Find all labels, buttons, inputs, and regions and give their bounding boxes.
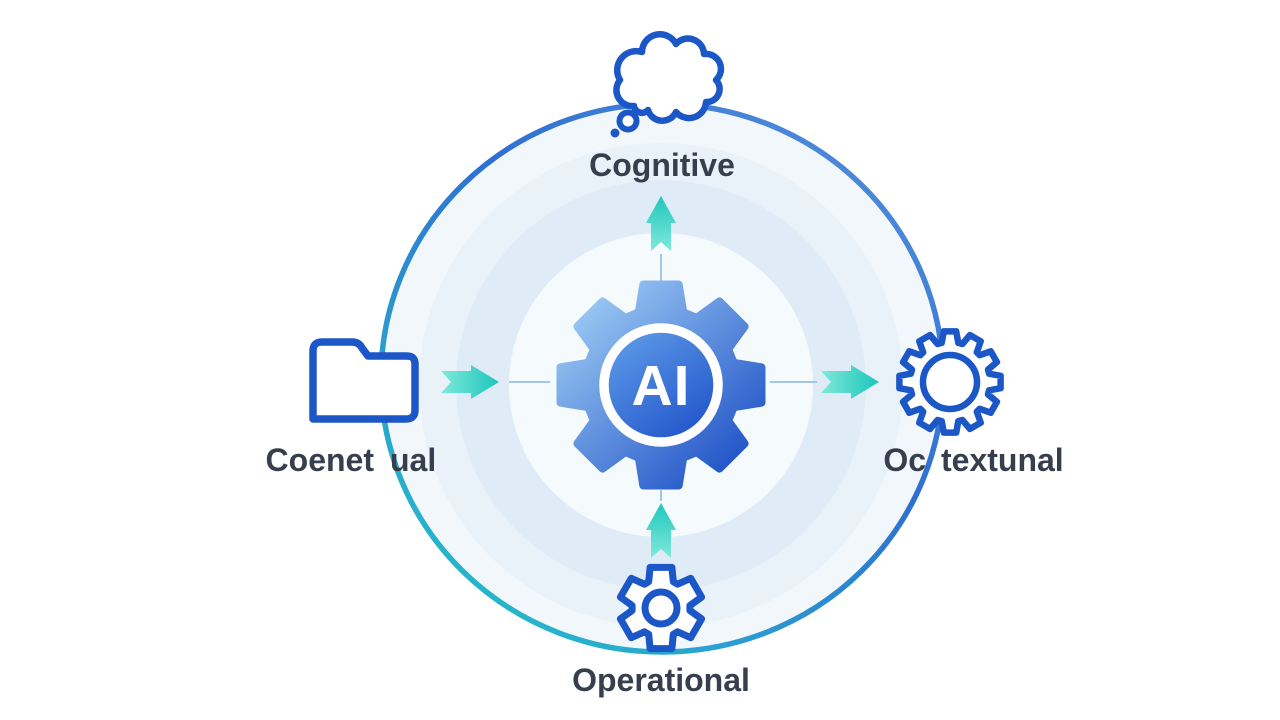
- gear-outline: [896, 328, 1004, 436]
- arrow-bottom-icon: [646, 503, 676, 558]
- gear-icon-right: [896, 328, 1004, 436]
- ai-disc: [599, 323, 723, 447]
- label-right-part1: Oc: [883, 442, 926, 478]
- folder-icon: [309, 338, 419, 423]
- label-cognitive: Cognitive: [589, 147, 735, 183]
- arrow-top-icon: [646, 196, 676, 251]
- gear-outline: [616, 563, 706, 653]
- gear-icon-bottom: [616, 563, 706, 653]
- arrow-left-icon: [441, 365, 499, 399]
- label-operational: Operational: [572, 662, 750, 698]
- arrow-right-icon: [821, 365, 879, 399]
- thought-bubble-dot: [610, 128, 620, 138]
- ai-label: AI: [632, 354, 691, 418]
- thought-cloud: [613, 31, 725, 124]
- label-left-part1: Coenet: [266, 442, 375, 478]
- thought-bubble-icon: [610, 31, 725, 138]
- thought-bubble-small-circle: [616, 109, 640, 133]
- connector-lines: [509, 254, 817, 501]
- arrows: [441, 196, 879, 558]
- label-right-part2: textunal: [941, 442, 1064, 478]
- gear-hole: [919, 351, 981, 413]
- gear-hole: [641, 588, 681, 628]
- label-left-part2: ual: [390, 442, 436, 478]
- ai-gear-icon: AI: [556, 280, 766, 490]
